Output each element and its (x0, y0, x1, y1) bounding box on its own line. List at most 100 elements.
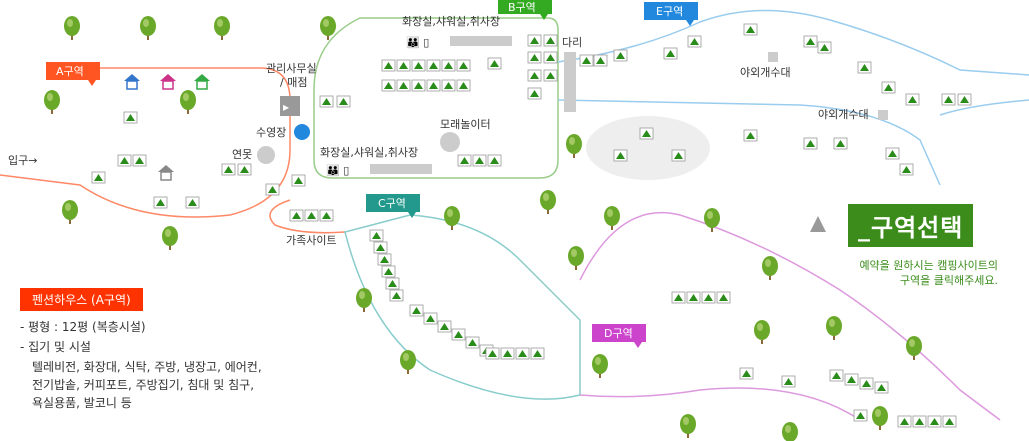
tent-site-icon[interactable] (716, 291, 731, 304)
tent-site-icon[interactable] (381, 59, 396, 72)
tent-site-icon[interactable] (377, 253, 392, 266)
tent-site-icon[interactable] (912, 415, 927, 428)
tent-site-icon[interactable] (411, 79, 426, 92)
tent-site-icon[interactable] (237, 163, 252, 176)
tent-site-icon[interactable] (527, 51, 542, 64)
zone-e-tag[interactable]: E구역 (644, 2, 698, 26)
pension-house-icon[interactable] (124, 74, 140, 90)
tent-site-icon[interactable] (686, 291, 701, 304)
tent-site-icon[interactable] (593, 54, 608, 67)
tent-site-icon[interactable] (304, 209, 319, 222)
tent-site-icon[interactable] (942, 415, 957, 428)
tent-site-icon[interactable] (543, 69, 558, 82)
tent-site-icon[interactable] (441, 59, 456, 72)
tent-site-icon[interactable] (743, 129, 758, 142)
tent-site-icon[interactable] (701, 291, 716, 304)
pension-house-icon[interactable] (160, 74, 176, 90)
tent-site-icon[interactable] (527, 87, 542, 100)
tent-site-icon[interactable] (743, 23, 758, 36)
tent-site-icon[interactable] (437, 320, 452, 333)
tent-site-icon[interactable] (905, 93, 920, 106)
tent-site-icon[interactable] (817, 41, 832, 54)
tent-site-icon[interactable] (515, 347, 530, 360)
tent-site-icon[interactable] (385, 277, 400, 290)
zone-d-tag[interactable]: D구역 (592, 324, 646, 348)
tent-site-icon[interactable] (373, 241, 388, 254)
tent-site-icon[interactable] (389, 289, 404, 302)
tent-site-icon[interactable] (833, 137, 848, 150)
tent-site-icon[interactable] (117, 154, 132, 167)
tent-site-icon[interactable] (874, 381, 889, 394)
tent-site-icon[interactable] (185, 196, 200, 209)
tent-site-icon[interactable] (426, 59, 441, 72)
tent-site-icon[interactable] (885, 147, 900, 160)
tent-site-icon[interactable] (853, 409, 868, 422)
pension-house-icon[interactable] (194, 74, 210, 90)
tent-sites[interactable] (91, 23, 972, 428)
tent-site-icon[interactable] (381, 265, 396, 278)
tent-site-icon[interactable] (579, 54, 594, 67)
tent-site-icon[interactable] (319, 95, 334, 108)
tent-site-icon[interactable] (527, 69, 542, 82)
tent-site-icon[interactable] (613, 149, 628, 162)
tent-site-icon[interactable] (927, 415, 942, 428)
tent-site-icon[interactable] (687, 35, 702, 48)
tent-site-icon[interactable] (803, 35, 818, 48)
tent-site-icon[interactable] (456, 79, 471, 92)
tent-site-icon[interactable] (899, 163, 914, 176)
tent-site-icon[interactable] (291, 174, 306, 187)
tent-site-icon[interactable] (844, 373, 859, 386)
tent-site-icon[interactable] (319, 209, 334, 222)
tent-site-icon[interactable] (153, 196, 168, 209)
tent-site-icon[interactable] (265, 183, 280, 196)
pension-house-icon[interactable] (158, 165, 174, 181)
tent-site-icon[interactable] (465, 336, 480, 349)
tent-site-icon[interactable] (411, 59, 426, 72)
tent-site-icon[interactable] (381, 79, 396, 92)
tent-site-icon[interactable] (485, 347, 500, 360)
tent-site-icon[interactable] (527, 34, 542, 47)
tent-site-icon[interactable] (132, 154, 147, 167)
tent-site-icon[interactable] (803, 137, 818, 150)
tent-site-icon[interactable] (396, 79, 411, 92)
tent-site-icon[interactable] (369, 229, 384, 242)
tent-site-icon[interactable] (396, 59, 411, 72)
tent-site-icon[interactable] (91, 171, 106, 184)
tent-site-icon[interactable] (881, 81, 896, 94)
zone-a-tag[interactable]: A구역 (46, 62, 100, 86)
tent-site-icon[interactable] (671, 291, 686, 304)
tent-site-icon[interactable] (663, 47, 678, 60)
tent-site-icon[interactable] (426, 79, 441, 92)
tent-site-icon[interactable] (457, 154, 472, 167)
tent-site-icon[interactable] (451, 328, 466, 341)
tent-site-icon[interactable] (487, 57, 502, 70)
tent-site-icon[interactable] (543, 34, 558, 47)
tent-site-icon[interactable] (671, 149, 686, 162)
tent-site-icon[interactable] (441, 79, 456, 92)
tent-site-icon[interactable] (409, 304, 424, 317)
tent-site-icon[interactable] (857, 61, 872, 74)
tent-site-icon[interactable] (336, 95, 351, 108)
tent-site-icon[interactable] (530, 347, 545, 360)
tent-site-icon[interactable] (941, 93, 956, 106)
tent-site-icon[interactable] (423, 312, 438, 325)
tent-site-icon[interactable] (123, 111, 138, 124)
tent-site-icon[interactable] (500, 347, 515, 360)
pension-houses[interactable] (124, 74, 210, 181)
tent-site-icon[interactable] (456, 59, 471, 72)
tent-site-icon[interactable] (543, 51, 558, 64)
tent-site-icon[interactable] (897, 415, 912, 428)
tent-site-icon[interactable] (859, 377, 874, 390)
tent-site-icon[interactable] (639, 127, 654, 140)
tent-site-icon[interactable] (781, 375, 796, 388)
tent-site-icon[interactable] (739, 367, 754, 380)
tent-site-icon[interactable] (487, 154, 502, 167)
zone-c-tag[interactable]: C구역 (366, 194, 420, 218)
tent-site-icon[interactable] (829, 369, 844, 382)
tent-site-icon[interactable] (613, 49, 628, 62)
tent-site-icon[interactable] (472, 154, 487, 167)
zone-b-tag[interactable]: B구역 (498, 0, 552, 20)
tent-site-icon[interactable] (289, 209, 304, 222)
tent-site-icon[interactable] (221, 163, 236, 176)
tent-site-icon[interactable] (957, 93, 972, 106)
